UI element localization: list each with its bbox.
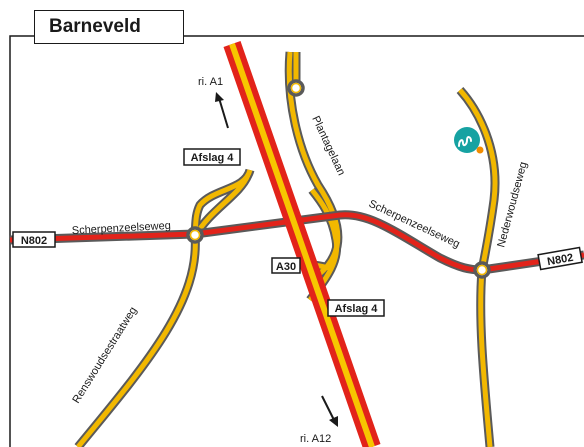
arrow-south-icon: [321, 395, 335, 421]
label-direction-north: ri. A1: [198, 76, 223, 88]
shield-a30-label: A30: [276, 261, 296, 273]
direction-arrows: [215, 92, 338, 427]
shield-n802-west: N802: [12, 231, 56, 248]
shield-n802-west-label: N802: [21, 235, 47, 247]
shield-exit-north: Afslag 4: [183, 148, 241, 166]
direction-labels: ri. A1 ri. A12: [198, 76, 331, 445]
company-logo-icon: [454, 127, 484, 154]
label-plantagelaan: Plantagelaan: [309, 114, 347, 177]
arrow-north-icon: [218, 97, 229, 129]
road-nederwoudseweg: [458, 88, 498, 447]
shield-exit-south: Afslag 4: [327, 299, 385, 317]
map-title: Barneveld: [34, 10, 184, 44]
shield-exit-north-label: Afslag 4: [191, 152, 235, 164]
road-exit-ramp-west: [193, 173, 251, 237]
label-direction-south: ri. A12: [300, 433, 331, 445]
label-scherpenzeelseweg-west: Scherpenzeelseweg: [72, 220, 172, 237]
label-nederwoudseweg: Nederwoudseweg: [495, 161, 529, 249]
road-renswoudsestraatweg: [76, 234, 198, 447]
roundabouts: [186, 79, 491, 279]
shield-n802-east-label: N802: [546, 252, 574, 268]
shield-n802-east: N802: [537, 246, 583, 271]
shield-a30: A30: [271, 257, 301, 274]
shield-exit-south-label: Afslag 4: [335, 303, 379, 315]
n802-road: [9, 210, 584, 275]
a30-motorway: [223, 41, 381, 447]
map-frame: [9, 35, 584, 447]
road-exit-north-ramp: [192, 169, 253, 236]
map-title-text: Barneveld: [49, 16, 141, 37]
